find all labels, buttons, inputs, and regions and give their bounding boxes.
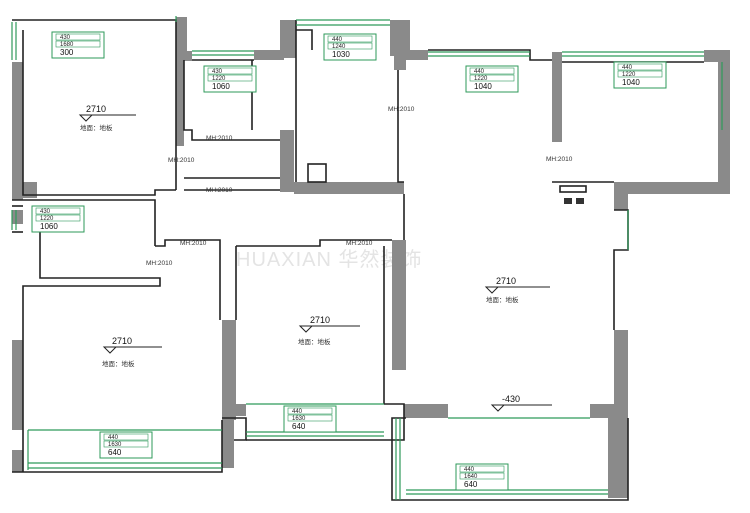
floor-note: 地面：地板 bbox=[80, 123, 113, 132]
tag-value: 440 bbox=[622, 65, 633, 71]
tag-value: 300 bbox=[60, 48, 74, 57]
tag-value: 1030 bbox=[332, 50, 350, 59]
tag-value: 1240 bbox=[332, 44, 346, 50]
level-value: 2710 bbox=[496, 276, 516, 286]
tag-value: 430 bbox=[212, 69, 223, 75]
level-value: 2710 bbox=[112, 336, 132, 346]
level-marker-2: 2710 地面：地板 bbox=[102, 336, 162, 368]
door-height-label: MH:2010 bbox=[206, 187, 233, 194]
level-value: -430 bbox=[502, 394, 520, 404]
level-marker-1: 2710 地面：地板 bbox=[78, 104, 136, 132]
tag-value: 1060 bbox=[40, 222, 58, 231]
tag-value: 640 bbox=[464, 480, 478, 489]
tag-value: 440 bbox=[292, 409, 303, 415]
door-height-label: MH:2010 bbox=[168, 157, 195, 164]
tag-value: 440 bbox=[464, 467, 475, 473]
window-height-tags: 4301680300430122010604401240103044012201… bbox=[31, 31, 667, 491]
floor-note: 地面：地板 bbox=[298, 337, 331, 346]
tag-value: 1040 bbox=[474, 82, 492, 91]
door-height-label: MH:2010 bbox=[206, 135, 233, 142]
tag-value: 1220 bbox=[622, 72, 636, 78]
watermark: HUAXIAN 华然装饰 bbox=[236, 248, 422, 271]
tag-value: 440 bbox=[108, 435, 119, 441]
level-marker-4: 2710 地面：地板 bbox=[484, 276, 550, 304]
door-height-label: MH:2010 bbox=[180, 240, 207, 247]
level-value: 2710 bbox=[86, 104, 106, 114]
tag-value: 430 bbox=[40, 209, 51, 215]
door-height-labels: MH:2010 MH:2010 MH:2010 MH:2010 MH:2010 … bbox=[146, 106, 573, 267]
tag-value: 1630 bbox=[108, 442, 122, 448]
door-height-label: MH:2010 bbox=[346, 240, 373, 247]
door-height-label: MH:2010 bbox=[546, 156, 573, 163]
level-value: 2710 bbox=[310, 315, 330, 325]
floor-note: 地面：地板 bbox=[102, 359, 135, 368]
tag-value: 1060 bbox=[212, 82, 230, 91]
door-height-label: MH:2010 bbox=[388, 106, 415, 113]
tag-value: 1680 bbox=[60, 42, 74, 48]
interior-walls bbox=[12, 19, 704, 501]
tag-value: 440 bbox=[332, 37, 343, 43]
floor-note: 地面：地板 bbox=[486, 295, 519, 304]
tag-value: 430 bbox=[60, 35, 71, 41]
tag-value: 1220 bbox=[40, 216, 54, 222]
tag-value: 640 bbox=[292, 422, 306, 431]
tag-value: 440 bbox=[474, 69, 485, 75]
structural-walls bbox=[12, 17, 730, 498]
tag-value: 1040 bbox=[622, 78, 640, 87]
level-marker-3: 2710 地面：地板 bbox=[298, 315, 360, 346]
tag-value: 1220 bbox=[212, 76, 226, 82]
ac-unit-icon bbox=[564, 198, 584, 204]
door-height-label: MH:2010 bbox=[146, 260, 173, 267]
level-marker-5: -430 bbox=[490, 394, 552, 412]
tag-value: 1630 bbox=[292, 416, 306, 422]
tag-value: 640 bbox=[108, 448, 122, 457]
tag-value: 1640 bbox=[464, 474, 478, 480]
tag-value: 1220 bbox=[474, 76, 488, 82]
